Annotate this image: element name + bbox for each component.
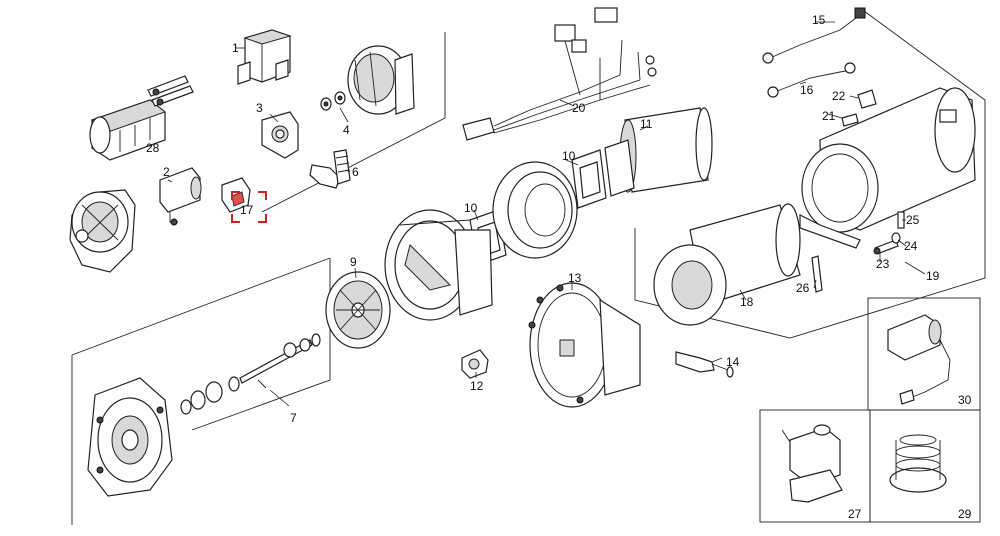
part-16-overheat-sensor[interactable] (767, 62, 856, 98)
inset-box-30 (867, 297, 981, 411)
label-part-27[interactable]: 27 (848, 507, 862, 521)
rear-flange-housing[interactable] (87, 377, 173, 497)
blower-motor-upper[interactable] (347, 45, 415, 115)
combustion-ring[interactable] (492, 161, 578, 259)
label-part-25[interactable]: 25 (906, 213, 920, 227)
blower-motor-housing[interactable] (69, 189, 136, 273)
label-part-24[interactable]: 24 (904, 239, 918, 253)
part-10-gasket-upper[interactable] (571, 139, 635, 209)
label-part-22[interactable]: 22 (832, 89, 846, 103)
label-part-11[interactable]: 11 (640, 117, 653, 131)
part-26-clip[interactable] (811, 255, 823, 293)
part-22-plug[interactable] (857, 89, 877, 109)
leader-lines (148, 21, 926, 407)
inset-box-29 (869, 409, 981, 523)
part-14-glow-plug[interactable] (675, 351, 734, 378)
label-part-23[interactable]: 23 (876, 257, 890, 271)
part-17-sensor-highlighted[interactable] (221, 177, 267, 223)
label-part-20[interactable]: 20 (572, 101, 586, 115)
part-20-wiring-harness[interactable] (462, 7, 657, 141)
part-2-solenoid[interactable] (159, 167, 202, 226)
group-outlines (71, 7, 986, 525)
part-23-bolt[interactable] (873, 239, 899, 255)
label-part-12[interactable]: 12 (470, 379, 484, 393)
inset-box-27 (759, 409, 871, 523)
label-part-2[interactable]: 2 (163, 165, 170, 179)
label-part-4[interactable]: 4 (343, 123, 350, 137)
part-6-elbow-hose[interactable] (309, 149, 351, 189)
part-labels: 1 2 3 4 6 7 9 10 10 11 12 13 14 15 16 17… (146, 13, 972, 521)
label-part-29[interactable]: 29 (958, 507, 972, 521)
label-part-18[interactable]: 18 (740, 295, 754, 309)
part-24-washer[interactable] (891, 232, 901, 244)
label-part-19[interactable]: 19 (926, 269, 940, 283)
part-19-heat-exchanger[interactable] (799, 87, 976, 249)
label-part-15[interactable]: 15 (812, 13, 826, 27)
label-part-13[interactable]: 13 (568, 271, 582, 285)
part-13-burner-head[interactable] (528, 282, 641, 408)
part-28-fuel-pump[interactable] (89, 75, 194, 161)
label-part-30[interactable]: 30 (958, 393, 972, 407)
label-part-6[interactable]: 6 (352, 165, 359, 179)
part-7-shaft-assembly[interactable] (180, 333, 321, 415)
part-4-washers[interactable] (320, 91, 346, 111)
label-part-10-lower[interactable]: 10 (464, 201, 478, 215)
part-3-cover-plate[interactable] (261, 111, 299, 159)
label-part-10-upper[interactable]: 10 (562, 149, 576, 163)
part-21-bolt[interactable] (841, 113, 859, 127)
label-part-1[interactable]: 1 (232, 41, 239, 55)
label-part-17[interactable]: 17 (240, 203, 254, 217)
label-part-14[interactable]: 14 (726, 355, 740, 369)
label-part-7[interactable]: 7 (290, 411, 297, 425)
label-part-16[interactable]: 16 (800, 83, 814, 97)
part-1-control-box[interactable] (237, 29, 292, 85)
main-housing[interactable] (384, 209, 493, 321)
part-9-impeller[interactable] (325, 271, 391, 349)
label-part-9[interactable]: 9 (350, 255, 357, 269)
label-part-28[interactable]: 28 (146, 141, 160, 155)
label-part-3[interactable]: 3 (256, 101, 263, 115)
part-18-inner-tube[interactable] (653, 203, 801, 326)
part-12-sensor[interactable] (461, 349, 489, 379)
label-part-21[interactable]: 21 (822, 109, 836, 123)
part-15-temperature-sensor[interactable] (762, 7, 866, 64)
label-part-26[interactable]: 26 (796, 281, 810, 295)
part-11-combustion-tube[interactable] (619, 107, 713, 193)
